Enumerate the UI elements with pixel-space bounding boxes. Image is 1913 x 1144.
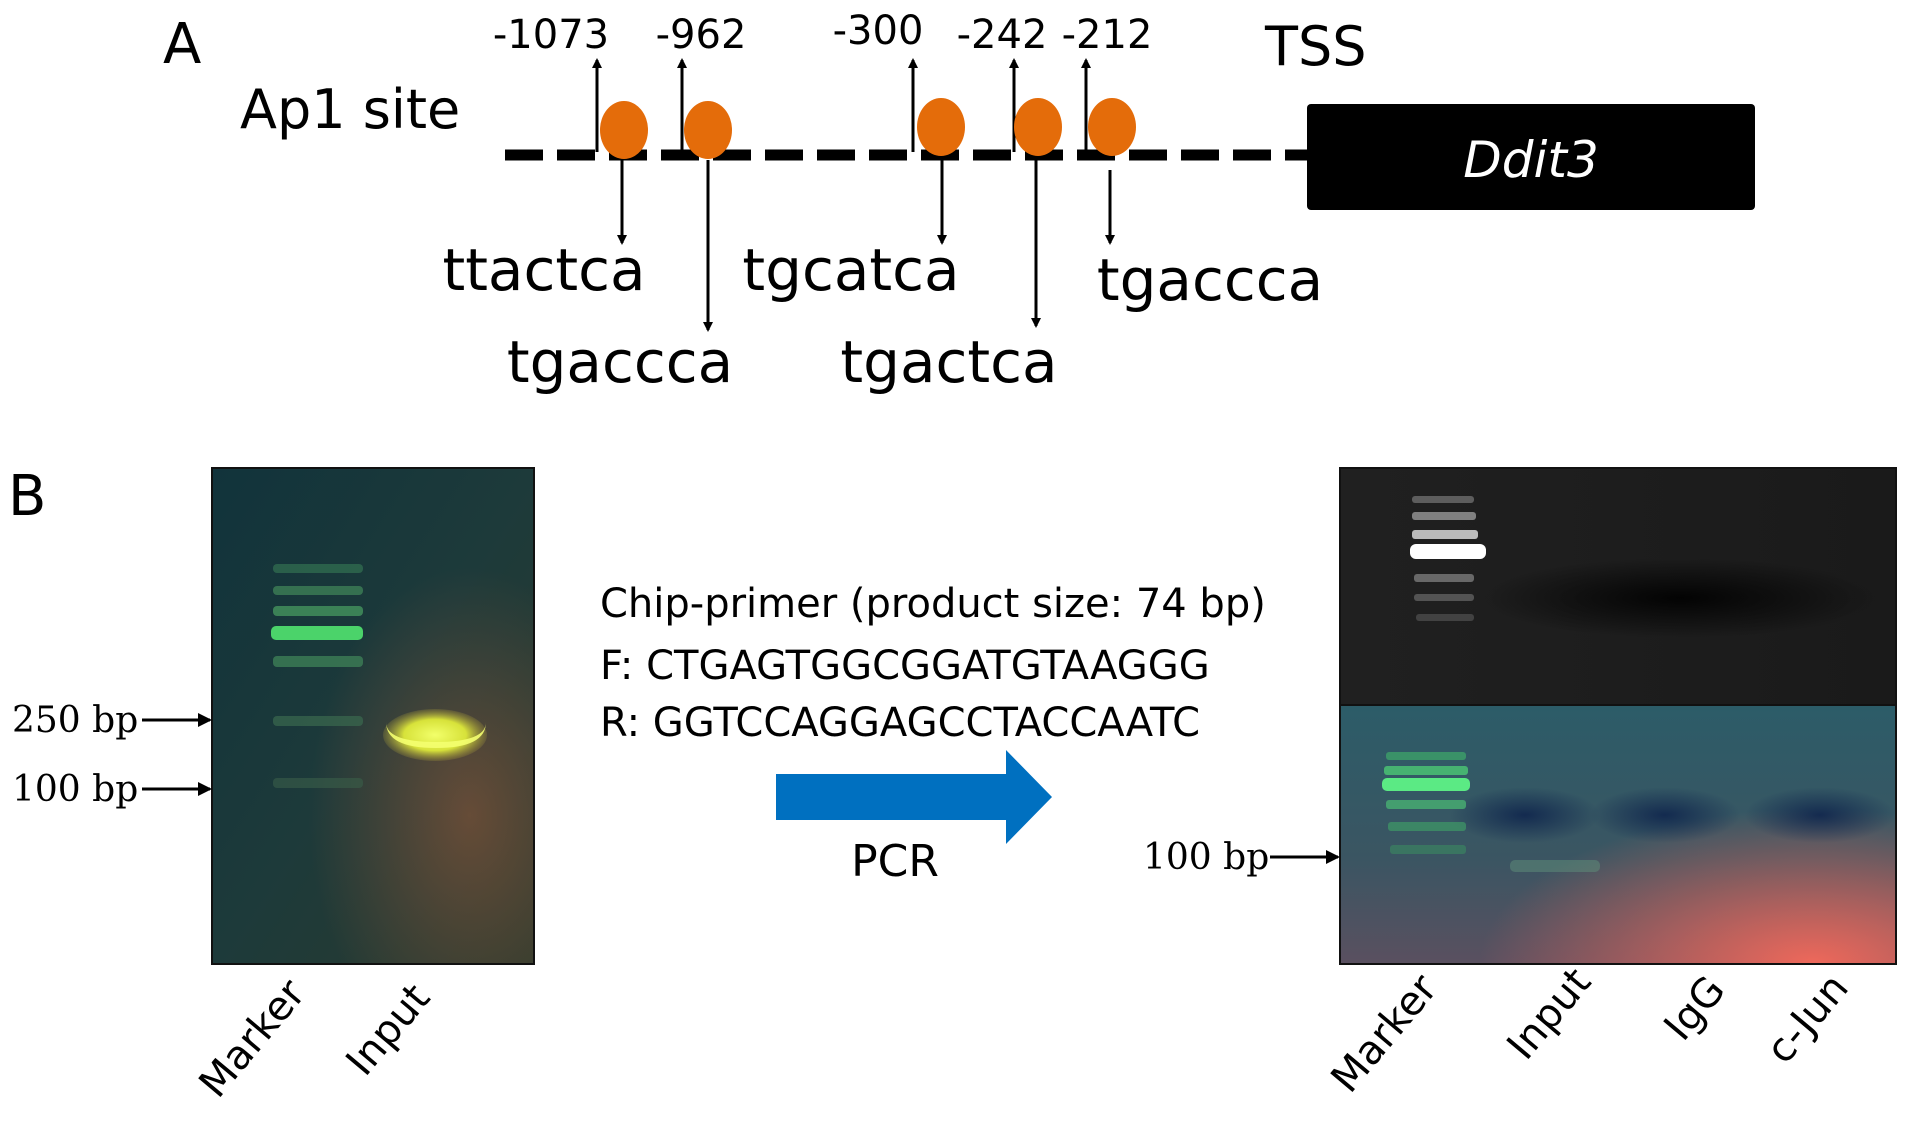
right-top-ladder-band-bright	[1410, 544, 1486, 559]
right-lane-cjun: c-Jun	[1757, 965, 1857, 1072]
gene-name: Ddit3	[1463, 131, 1599, 189]
site-3-position: -300	[833, 8, 924, 54]
gene-box	[1307, 104, 1755, 210]
site-1-sequence: ttactca	[442, 236, 645, 304]
right-gel-top	[1340, 468, 1896, 705]
primer-forward: F: CTGAGTGGCGGATGTAAGGG	[600, 643, 1210, 689]
tss-label: TSS	[1264, 15, 1367, 78]
left-ladder-band	[273, 656, 363, 667]
primer-title: Chip-primer (product size: 74 bp)	[600, 581, 1266, 627]
ap1-site-5: -212 tgaccca	[1062, 12, 1324, 314]
site-4-sequence: tgactca	[840, 328, 1057, 396]
right-top-ladder-band	[1412, 512, 1476, 520]
left-gel	[211, 467, 535, 965]
right-bottom-ladder-band	[1386, 752, 1466, 760]
site-5-position: -212	[1062, 12, 1153, 58]
left-ladder-band	[273, 564, 363, 573]
site-1-position: -1073	[493, 12, 609, 58]
right-lane-igg: IgG	[1655, 968, 1734, 1050]
input-band-core	[386, 722, 486, 748]
site-5-dot	[1088, 98, 1136, 156]
left-ladder-band	[273, 586, 363, 595]
input-band	[383, 709, 487, 761]
ap1-site-1: -1073 ttactca	[442, 12, 648, 304]
pcr-arrow	[776, 750, 1052, 844]
left-ladder-band-bright	[271, 626, 363, 640]
right-bottom-ladder-band	[1390, 845, 1466, 854]
right-bottom-ladder-band-bright	[1382, 778, 1470, 791]
panel-a-label: A	[163, 12, 201, 77]
site-4-dot	[1014, 98, 1062, 156]
site-1-dot	[600, 101, 648, 159]
right-bottom-ladder-band	[1384, 766, 1468, 775]
right-lane-marker: Marker	[1322, 966, 1446, 1102]
site-3-dot	[917, 98, 965, 156]
site-3-sequence: tgcatca	[742, 236, 959, 304]
left-marker-100bp: 100 bp	[12, 769, 138, 810]
ap1-site-4: -242 tgactca	[840, 12, 1062, 396]
ap1-site-label: Ap1 site	[240, 78, 460, 141]
pcr-label: PCR	[851, 836, 939, 887]
left-lane-marker: Marker	[190, 971, 314, 1107]
site-2-position: -962	[656, 12, 747, 58]
left-ladder-band	[273, 778, 363, 788]
site-5-sequence: tgaccca	[1097, 246, 1323, 314]
right-top-ladder-band	[1412, 496, 1474, 503]
right-top-ladder-band	[1416, 614, 1474, 621]
left-ladder-band	[273, 716, 363, 726]
right-lane-input: Input	[1498, 960, 1600, 1069]
left-lane-input: Input	[337, 976, 439, 1085]
right-bottom-ladder-band	[1388, 822, 1466, 831]
left-marker-250bp: 250 bp	[12, 700, 138, 741]
right-bottom-input-band	[1510, 860, 1600, 872]
right-top-ladder-band	[1414, 594, 1474, 601]
ap1-site-2: -962 tgaccca	[507, 12, 747, 396]
right-bottom-ladder-band	[1386, 800, 1466, 809]
ap1-site-3: -300 tgcatca	[742, 8, 965, 304]
left-ladder-band	[273, 606, 363, 616]
panel-b-label: B	[8, 464, 46, 529]
site-2-dot	[684, 101, 732, 159]
site-4-position: -242	[957, 12, 1048, 58]
right-top-ladder-band	[1412, 530, 1478, 539]
right-marker-100bp: 100 bp	[1143, 837, 1269, 878]
right-gel-bottom	[1340, 705, 1896, 964]
primer-reverse: R: GGTCCAGGAGCCTACCAATC	[600, 700, 1200, 746]
right-top-ladder-band	[1414, 574, 1474, 582]
site-2-sequence: tgaccca	[507, 328, 733, 396]
